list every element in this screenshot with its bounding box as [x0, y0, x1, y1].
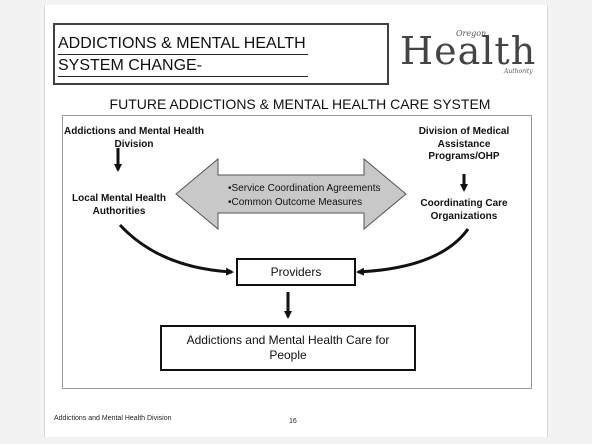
node-coordinating-care-organizations: Coordinating Care Organizations — [420, 198, 508, 222]
logo-main-text: Health — [400, 29, 537, 73]
title-line-1: ADDICTIONS & MENTAL HEALTH — [58, 33, 308, 55]
arrow-item-outcome-measures: •Common Outcome Measures — [228, 197, 363, 208]
slide-title: ADDICTIONS & MENTAL HEALTH SYSTEM CHANGE… — [58, 33, 308, 77]
page-number: 16 — [289, 418, 297, 425]
people-care-box: Addictions and Mental Health Care for Pe… — [160, 325, 416, 371]
logo-top-text: Oregon — [456, 29, 487, 38]
coordination-double-arrow — [175, 157, 407, 231]
oregon-health-authority-logo: Health Oregon Authority — [400, 28, 535, 78]
footer-division: Addictions and Mental Health Division — [54, 415, 172, 422]
providers-box: Providers — [236, 258, 356, 286]
arrow-cco-to-providers — [356, 228, 470, 276]
diagram-title: FUTURE ADDICTIONS & MENTAL HEALTH CARE S… — [109, 96, 491, 112]
node-addictions-mental-health-division: Addictions and Mental Health Division — [64, 126, 205, 150]
title-line-2: SYSTEM CHANGE- — [58, 55, 308, 77]
node-local-mental-health-authorities: Local Mental Health Authorities — [72, 193, 166, 217]
node-division-medical-assistance: Division of Medical Assistance Programs/… — [418, 126, 510, 162]
logo-bottom-text: Authority — [504, 68, 533, 75]
arrow-item-service-coordination: •Service Coordination Agreements — [228, 183, 381, 194]
arrow-local-to-providers — [118, 223, 234, 276]
